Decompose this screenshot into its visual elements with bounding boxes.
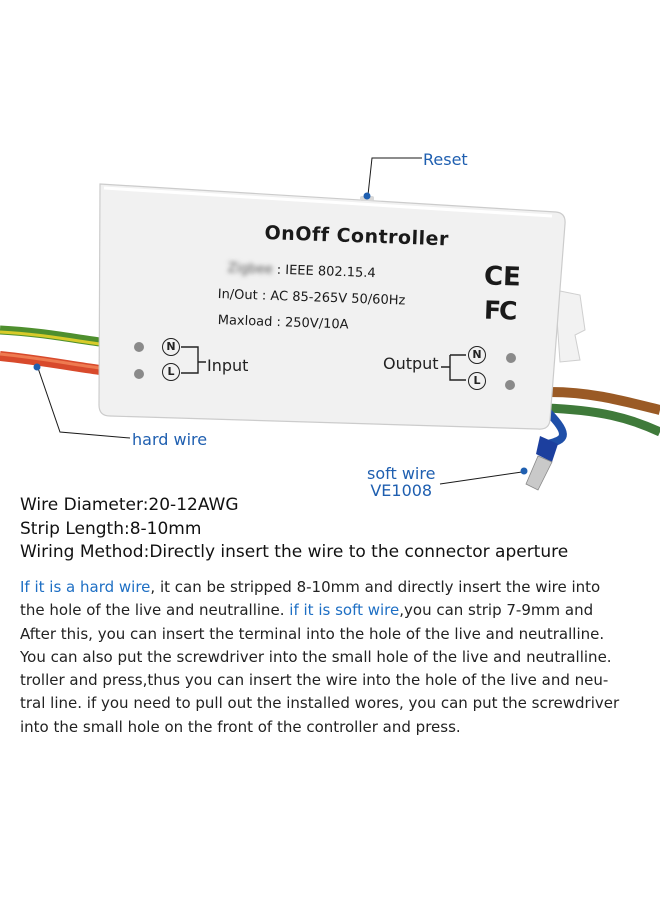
desc-line-5: troller and press,thus you can insert th…	[20, 671, 609, 690]
desc-line-1: If it is a hard wire, it can be stripped…	[20, 576, 652, 599]
reset-callout: Reset	[423, 150, 468, 169]
ce-mark: CE	[483, 261, 522, 293]
hard-wire-highlight: If it is a hard wire	[20, 578, 151, 596]
terminal-holes	[134, 342, 516, 390]
product-photo: OnOff Controller Zigbee: IEEE 802.15.4 I…	[0, 150, 660, 499]
desc-line-6: tral line. if you need to pull out the i…	[20, 694, 620, 713]
output-wires	[543, 387, 660, 449]
soft-wire-line1: soft wire	[367, 464, 436, 483]
desc-line-2: the hole of the live and neutralline. if…	[20, 599, 652, 622]
soft-wire-line2: VE1008	[370, 481, 433, 500]
ferrule-terminal	[525, 436, 558, 491]
strip-length: Strip Length:8-10mm	[20, 518, 202, 539]
input-wires	[0, 325, 101, 375]
desc-line-4: You can also put the screwdriver into th…	[20, 647, 612, 666]
device-illustration	[0, 157, 660, 491]
wiring-specs: Wire Diameter:20-12AWG Strip Length:8-10…	[20, 494, 568, 565]
input-l-terminal: L	[162, 363, 180, 381]
desc-line-7: into the small hole on the front of the …	[20, 717, 461, 736]
soft-wire-callout: soft wire VE1008	[367, 465, 435, 499]
soft-wire-highlight: if it is soft wire	[289, 601, 400, 620]
input-label: Input	[207, 356, 249, 375]
callout-lines	[37, 157, 523, 485]
desc-line-2-post: ,you can strip 7-9mm and	[399, 601, 594, 620]
desc-line-2-pre: the hole of the live and neutralline.	[20, 601, 290, 620]
fc-mark: FC	[483, 295, 516, 326]
desc-line-3: After this, you can insert the terminal …	[20, 624, 605, 643]
output-label: Output	[383, 354, 439, 373]
input-n-terminal: N	[162, 338, 180, 356]
output-n-terminal: N	[468, 346, 486, 364]
controller-body	[98, 183, 566, 430]
wiring-description: If it is a hard wire, it can be stripped…	[20, 576, 652, 739]
hard-wire-callout: hard wire	[132, 430, 208, 449]
blurred-brand: Zigbee	[227, 261, 274, 278]
wire-diameter: Wire Diameter:20-12AWG	[20, 495, 239, 515]
output-l-terminal: L	[468, 372, 486, 390]
wiring-method: Wiring Method:Directly insert the wire t…	[20, 542, 569, 562]
desc-line-1-rest: , it can be stripped 8-10mm and directly…	[150, 578, 601, 596]
